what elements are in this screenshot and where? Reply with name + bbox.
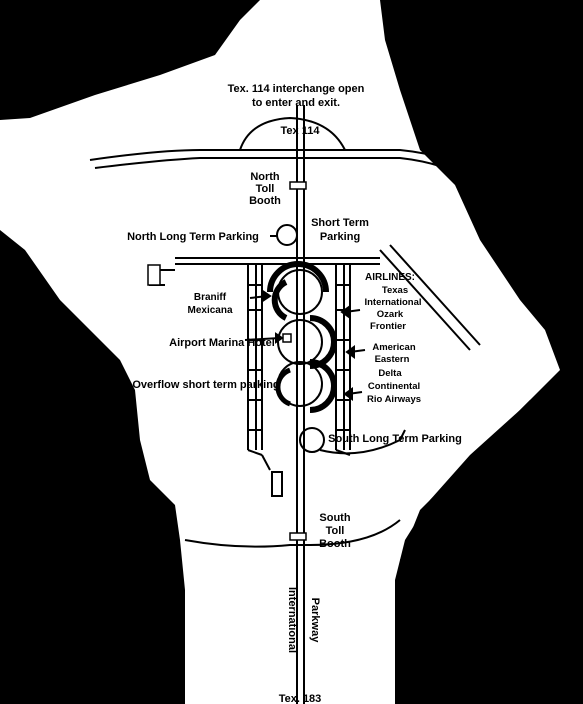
- mexicana-label: Mexicana: [187, 305, 232, 316]
- left-diagonal-band: [0, 140, 150, 350]
- airlines-header: AIRLINES:: [365, 272, 415, 283]
- tex114-road: [89, 149, 481, 176]
- north-toll-booth-marker: [289, 181, 307, 190]
- short-term-label-1: Short Term: [311, 217, 369, 229]
- ozark-label: Ozark: [377, 309, 404, 320]
- south-building: [271, 471, 283, 497]
- hotel-marker: [282, 333, 292, 343]
- continental-label: Continental: [368, 381, 420, 392]
- south-toll-booth-marker: [289, 532, 307, 541]
- delta-label: Delta: [378, 368, 402, 379]
- terminal-3: [309, 359, 337, 413]
- interchange-note-line1: Tex. 114 interchange open: [228, 83, 365, 95]
- right-diagonal-band: [385, 200, 540, 380]
- terminal-1b: [271, 279, 288, 321]
- texas-intl-label-1: Texas: [382, 285, 408, 296]
- east-diagonal-road: [379, 244, 481, 351]
- south-long-term-lot: [299, 427, 325, 453]
- tex114-label: Tex 114: [281, 125, 321, 137]
- braniff-label: Braniff: [194, 292, 227, 303]
- american-label: American: [372, 342, 415, 353]
- terminal-3b: [275, 367, 292, 407]
- short-term-label-2: Parking: [320, 231, 360, 243]
- parkway-label: Parkway: [309, 598, 321, 644]
- south-frontage-road: [184, 519, 401, 548]
- tex114-road-lower: [94, 157, 476, 183]
- south-lot-road: [319, 429, 406, 455]
- north-long-term-label: North Long Term Parking: [127, 231, 259, 243]
- eastern-label: Eastern: [375, 354, 410, 365]
- rio-airways-label: Rio Airways: [367, 394, 421, 405]
- north-toll-label-3: Booth: [249, 195, 281, 207]
- overflow-parking-label: Overflow short term parking: [132, 379, 279, 391]
- frontier-label: Frontier: [370, 321, 406, 332]
- north-toll-label-2: Toll: [256, 183, 275, 195]
- south-toll-label-3: Booth: [319, 538, 351, 550]
- north-toll-label-1: North: [250, 171, 280, 183]
- international-label: International: [286, 587, 298, 653]
- north-cross-road: [175, 257, 380, 265]
- south-long-term-label: South Long Term Parking: [328, 433, 462, 445]
- north-loop-road: [239, 116, 346, 151]
- south-toll-label-2: Toll: [326, 525, 345, 537]
- tex183-label: Tex. 183: [279, 693, 322, 704]
- texas-intl-label-2: International: [364, 297, 421, 308]
- interchange-note-line2: to enter and exit.: [252, 97, 340, 109]
- terminal-1: [267, 261, 329, 293]
- airport-marina-hotel-label: Airport Marina Hotel: [169, 337, 275, 349]
- arrows: [244, 235, 366, 401]
- southeast-dark-area: [400, 380, 583, 704]
- west-building: [147, 264, 161, 286]
- south-toll-label-1: South: [319, 512, 350, 524]
